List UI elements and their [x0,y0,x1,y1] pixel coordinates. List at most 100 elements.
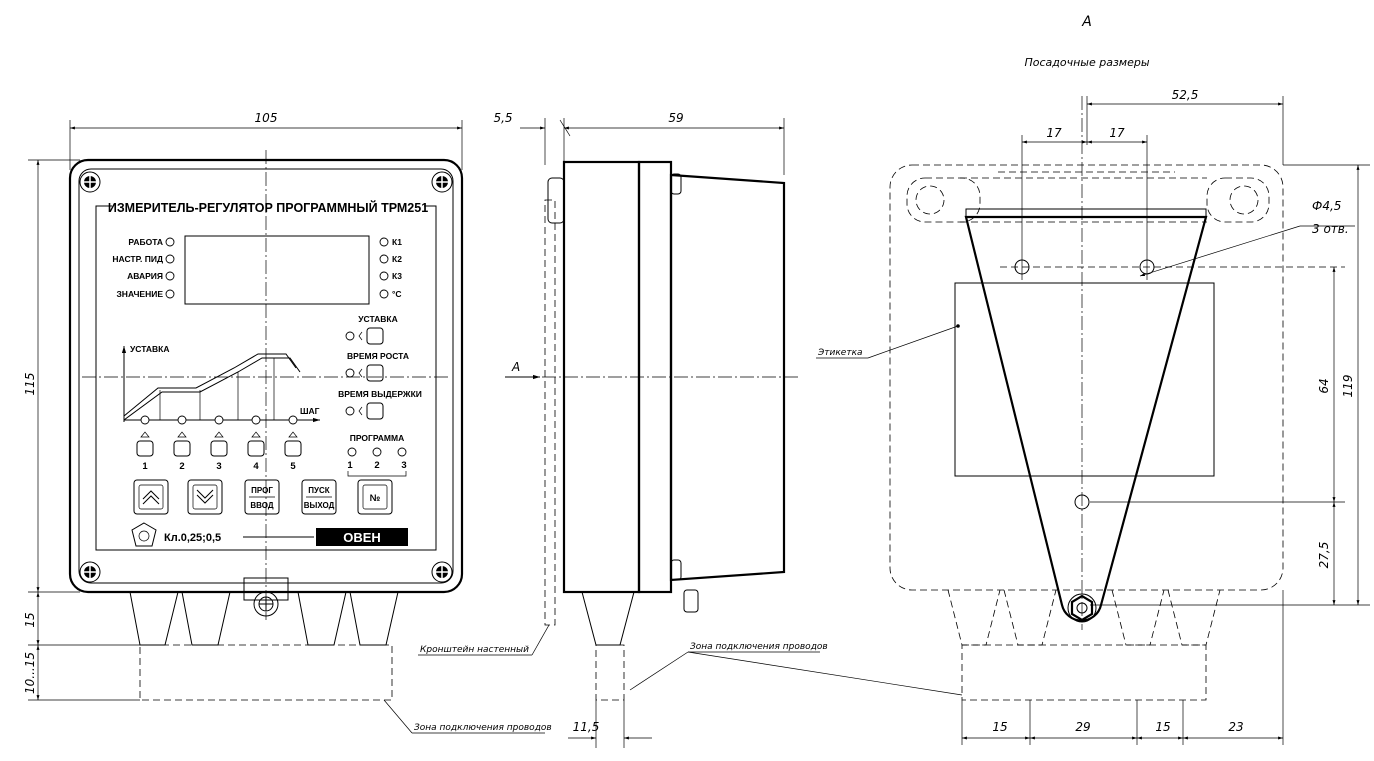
step-button-4[interactable] [247,440,265,457]
indicator-label: ЗНАЧЕНИЕ [116,289,163,299]
dim-bottom-15a-label: 15 [992,720,1007,734]
dim-bottom-15b-label: 15 [1155,720,1170,734]
panel-title: ИЗМЕРИТЕЛЬ-РЕГУЛЯТОР ПРОГРАММНЫЙ ТРМ251 [108,200,428,215]
step-button-2[interactable] [173,440,191,457]
callout-label: Этикетка [817,348,863,358]
led-icon [288,415,298,425]
view-subtitle: Посадочные размеры [1024,56,1149,69]
indicator-label: АВАРИЯ [127,271,163,281]
accuracy-class: Кл.0,25;0,5 [164,532,221,544]
cable-glands [129,577,399,701]
down-button[interactable] [187,479,223,515]
led-icon [345,406,355,416]
step-button-1[interactable] [136,440,154,457]
double-chevron-down-icon [196,489,214,504]
led-icon [165,254,175,264]
rear-housing-outline [889,164,1284,591]
dim-bottom-23-label: 23 [1228,720,1243,734]
brand-text: ОВЕН [343,530,381,545]
indicator-label: НАСТР. ПИД [112,254,163,264]
rear-view: А Посадочные размеры 52,5 17 17 Этик [687,14,1370,745]
hold-time-button[interactable] [366,402,384,420]
graph-step-label: ШАГ [300,406,320,416]
dim-bottom-zone-label: 15 [23,612,37,627]
led-icon [345,368,355,378]
front-view: 105 115 15 10...15 [23,111,552,734]
prog-button-label: ПРОГ [251,486,273,495]
wall-bracket [544,199,556,626]
prog-enter-button[interactable] [244,479,280,515]
led-icon [165,237,175,247]
number-button-label: № [370,493,381,504]
dim-bottom-extra-label: 10...15 [23,652,37,694]
screw-icon [79,171,101,193]
dim-bottom-29-label: 29 [1075,720,1090,734]
left-indicators: РАБОТА НАСТР. ПИД АВАРИЯ ЗНАЧЕНИЕ [112,237,175,299]
start-exit-button[interactable] [301,479,337,515]
enter-button-label: ВВОД [250,501,273,510]
led-icon [379,237,389,247]
panel-footer: Кл.0,25;0,5 ОВЕН [131,522,408,547]
led-icon [251,415,261,425]
program-number: 1 [347,460,353,471]
led-icon [397,447,407,457]
step-number: 2 [179,461,184,472]
setpoint-label: ВРЕМЯ РОСТА [347,351,409,361]
setpoint-button[interactable] [366,327,384,345]
double-chevron-up-icon [142,490,160,505]
number-button[interactable] [357,479,393,515]
step-number: 5 [290,461,296,472]
hole-diameter-label: Ф4,5 [1312,199,1341,213]
rise-time-button[interactable] [366,364,384,382]
dim-left-17-label: 17 [1046,126,1062,140]
exit-button-label: ВЫХОД [304,501,335,510]
screw-icon [79,561,101,583]
certification-mark-icon [131,522,157,547]
dim-right-17-label: 17 [1109,126,1125,140]
start-button-label: ПУСК [308,486,330,495]
program-number: 3 [401,460,406,471]
dim-64-label: 64 [1317,378,1331,393]
right-indicators: К1 К2 К3 °С [379,237,402,299]
view-arrow-label: А [511,360,520,374]
dim-119-label: 119 [1341,375,1355,398]
led-icon [379,271,389,281]
program-label: ПРОГРАММА [350,433,404,443]
step-buttons: 1 2 3 4 5 [136,431,302,472]
led-icon [372,447,382,457]
step-button-3[interactable] [210,440,228,457]
step-number: 4 [253,461,259,472]
main-buttons: ПРОГ ВВОД ПУСК ВЫХОД № [133,479,393,515]
led-icon [379,254,389,264]
led-icon [345,331,355,341]
setpoint-label: ВРЕМЯ ВЫДЕРЖКИ [338,389,422,399]
step-number: 3 [216,461,221,472]
dim-27-5-label: 27,5 [1317,542,1331,569]
side-view: 5,5 59 А 11,5 Кронштейн настенный Зона п… [418,111,828,748]
view-title: А [1081,14,1092,30]
indicator-label: РАБОТА [128,237,163,247]
setpoint-controls: УСТАВКА ВРЕМЯ РОСТА ВРЕМЯ ВЫДЕРЖКИ [338,314,422,420]
led-icon [214,415,224,425]
up-button[interactable] [133,479,169,515]
callout-bracket: Кронштейн настенный [420,645,529,655]
step-number: 1 [142,461,148,472]
side-body-rear [669,173,786,582]
step-button-5[interactable] [284,440,302,457]
dim-width-label: 105 [255,111,278,125]
dim-offset-label: 5,5 [493,111,512,125]
graph-axis-label: УСТАВКА [130,344,169,354]
led-icon [140,415,150,425]
led-icon [379,289,389,299]
label-area [954,282,1215,477]
display-window [184,235,370,305]
setpoint-label: УСТАВКА [358,314,397,324]
led-icon [165,271,175,281]
program-selector: ПРОГРАММА 1 2 3 [347,433,407,477]
program-graph: УСТАВКА ШАГ [121,344,320,425]
screw-icon [431,171,453,193]
brand-logo [316,528,408,546]
program-number: 2 [374,460,379,471]
led-icon [177,415,187,425]
